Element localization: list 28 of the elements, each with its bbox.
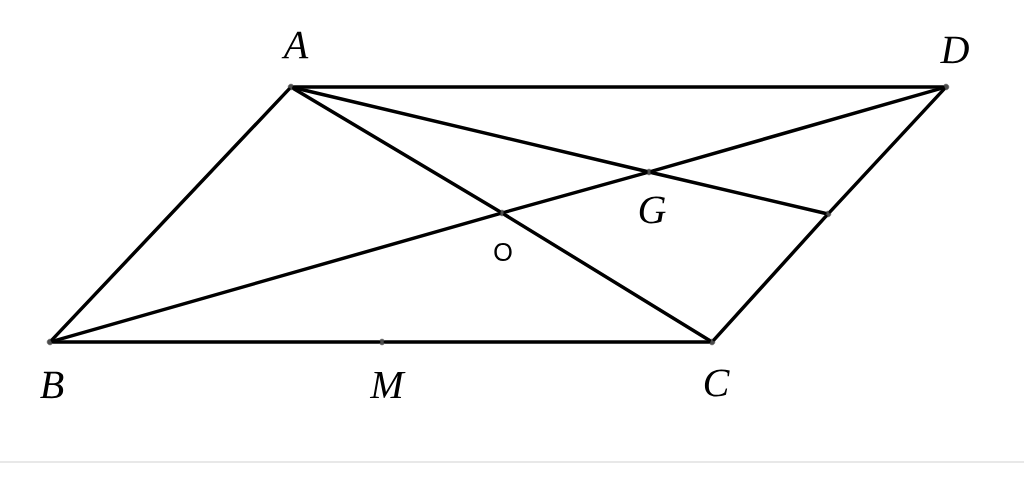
- line-segment: [503, 212, 711, 343]
- line-segment: [712, 214, 828, 342]
- node-label: M: [369, 371, 406, 399]
- line-segment: [292, 86, 501, 214]
- node-label: C: [704, 369, 730, 397]
- line-segment: [292, 85, 945, 89]
- node-label: O: [494, 243, 512, 261]
- labeled-point: B: [40, 338, 64, 399]
- line-segment: [828, 87, 946, 214]
- point: [824, 210, 832, 218]
- line-segment: [650, 86, 945, 173]
- line-segment: [51, 212, 501, 343]
- node-label: G: [639, 196, 666, 224]
- line-segment: [292, 86, 648, 173]
- labeled-point: A: [281, 31, 309, 91]
- line-segment: [50, 87, 291, 342]
- line-segment: [503, 171, 648, 214]
- node-label: B: [40, 371, 64, 399]
- labeled-point: G: [639, 168, 666, 224]
- node-label: D: [940, 36, 969, 64]
- labeled-point: D: [940, 36, 969, 91]
- line-segment: [383, 340, 711, 344]
- labeled-point: C: [704, 338, 730, 397]
- labeled-point: O: [494, 209, 512, 261]
- line-segment: [650, 171, 827, 215]
- labeled-point: M: [369, 338, 406, 399]
- node-label: A: [281, 31, 309, 59]
- line-segment: [51, 340, 381, 344]
